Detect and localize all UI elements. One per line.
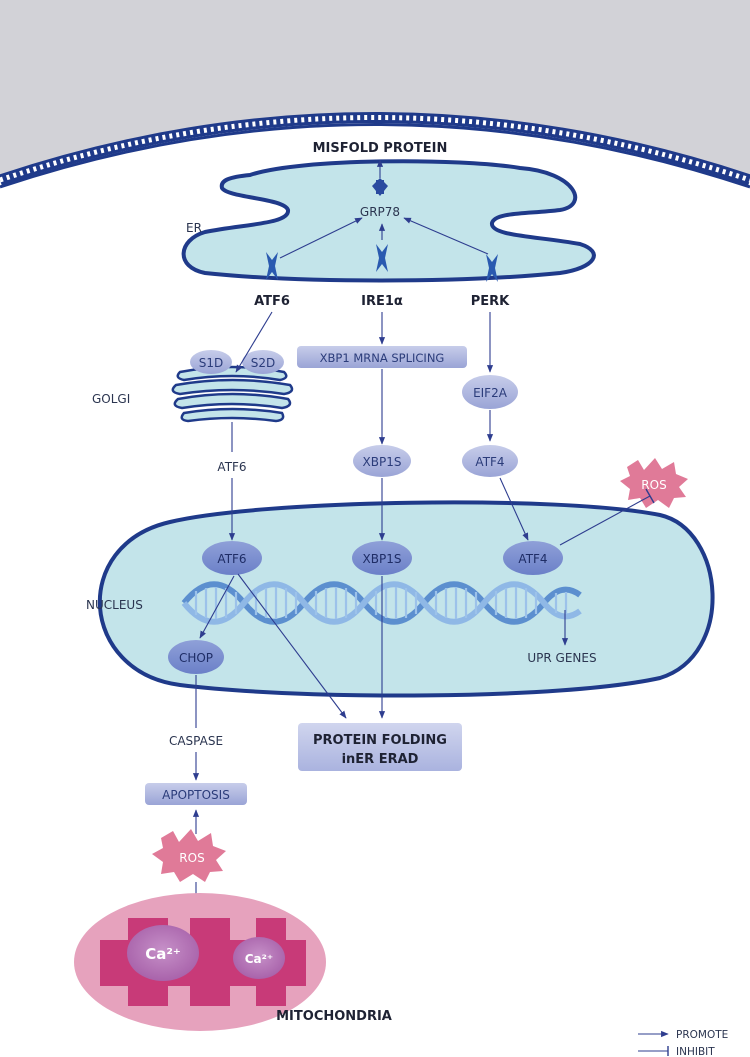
atf4-cytoplasm-label: ATF4 (475, 455, 504, 469)
xbp1s-cytoplasm-label: XBP1S (363, 455, 402, 469)
s2d-node (242, 350, 284, 374)
grp78-label: GRP78 (360, 205, 400, 219)
atf6-nucleus-node (202, 541, 262, 575)
atf4-nucleus-label: ATF4 (518, 552, 547, 566)
arrow-perk-to-grp78 (403, 217, 489, 255)
er-label: ER (186, 221, 202, 235)
s1d-label: S1D (199, 356, 224, 370)
extracellular-space (0, 0, 750, 180)
xbp1-splicing-label: XBP1 MRNA SPLICING (320, 351, 445, 365)
er-body (181, 159, 596, 283)
calcium-small-node (233, 937, 285, 979)
mitochondria-label: MITOCHONDRIA (276, 1009, 392, 1024)
arrow-atf6-to-golgi (235, 311, 273, 373)
xbp1-splicing-node (297, 346, 467, 368)
golgi-apparatus (171, 365, 294, 423)
eif2a-node (462, 375, 518, 409)
calcium-small-label: Ca²⁺ (245, 952, 274, 966)
protein-folding-label-line2: inER ERAD (342, 752, 419, 767)
atf6-cytoplasm-label: ATF6 (217, 460, 246, 474)
ire1-receptor-icon (376, 244, 388, 272)
protein-folding-label-line1: PROTEIN FOLDING (313, 733, 447, 748)
legend: PROMOTE INHIBIT (638, 1029, 728, 1057)
misfold-protein-label: MISFOLD PROTEIN (313, 141, 448, 156)
atf6-receptor-icon (266, 252, 278, 280)
xbp1s-nucleus-node (352, 541, 412, 575)
apoptosis-node (145, 783, 247, 805)
ire1-sensor-label: IRE1α (361, 294, 403, 309)
xbp1s-cytoplasm-node (353, 445, 411, 477)
xbp1s-nucleus-label: XBP1S (363, 552, 402, 566)
upr-genes-label: UPR GENES (527, 651, 596, 665)
atf4-cytoplasm-node (462, 445, 518, 477)
perk-sensor-label: PERK (471, 294, 510, 309)
ros-bottom-burst (152, 829, 226, 882)
arrow-atf6-to-grp78 (279, 217, 363, 259)
nucleus-label: NUCLEUS (86, 598, 143, 612)
ros-top-label: ROS (641, 478, 666, 492)
chop-label: CHOP (179, 651, 213, 665)
s1d-node (190, 350, 232, 374)
chop-node (168, 640, 224, 674)
apoptosis-label: APOPTOSIS (162, 788, 230, 802)
protein-folding-node (298, 723, 462, 771)
ros-top-burst (620, 458, 688, 508)
legend-promote-label: PROMOTE (676, 1029, 728, 1041)
atf6-sensor-label: ATF6 (254, 294, 290, 309)
legend-inhibit-label: INHIBIT (676, 1046, 715, 1057)
ros-bottom-label: ROS (179, 851, 204, 865)
atf4-nucleus-node (503, 541, 563, 575)
dna-helix (181, 581, 582, 625)
inhibit-bar-ros (645, 488, 655, 504)
caspase-label: CASPASE (169, 734, 223, 748)
inhibit-atf4-to-ros (559, 495, 651, 546)
arrow-atf6-to-protein-folding (237, 573, 347, 719)
grp78-protein-icon (372, 178, 388, 196)
arrow-atf4-into-nucleus (499, 477, 529, 541)
cell-membrane-inner (0, 123, 750, 189)
perk-receptor-icon (486, 254, 498, 282)
arrow-atf6-to-chop (199, 575, 235, 639)
s2d-label: S2D (251, 356, 276, 370)
calcium-large-label: Ca²⁺ (145, 945, 181, 963)
calcium-large-node (127, 925, 199, 981)
golgi-label: GOLGI (92, 392, 130, 406)
cell-membrane-pattern (0, 115, 750, 183)
atf6-nucleus-label: ATF6 (217, 552, 246, 566)
eif2a-label: EIF2A (473, 386, 508, 400)
